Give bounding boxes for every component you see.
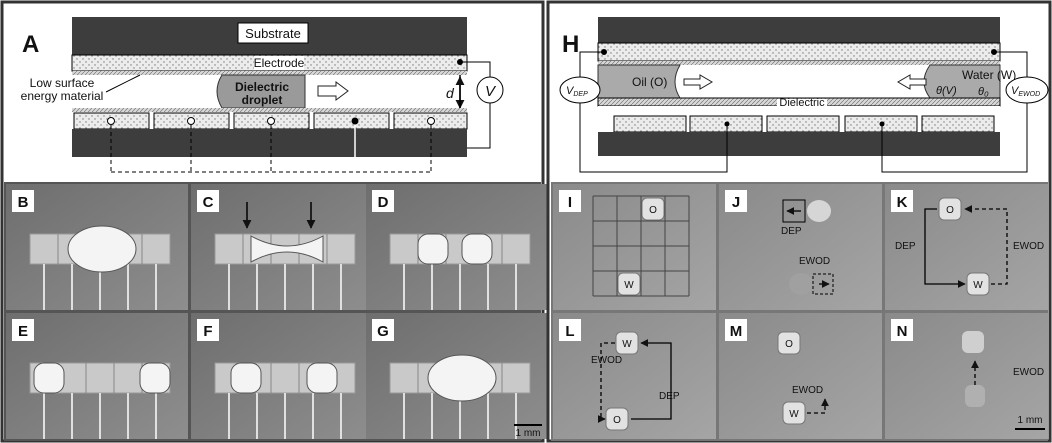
droplet <box>807 200 831 222</box>
electrode-label: Electrode <box>254 56 305 70</box>
panel-label-c: C <box>203 194 214 211</box>
panel-label-n: N <box>897 323 908 340</box>
droplet-label: O <box>649 205 657 216</box>
photo-panel-g: G 1 mm <box>366 313 548 439</box>
droplet <box>965 385 985 407</box>
droplet-label-1: Dielectric <box>235 80 289 94</box>
droplet <box>462 234 492 264</box>
droplet-label: W <box>624 280 634 291</box>
droplet <box>68 226 136 272</box>
ewod-label: EWOD <box>799 256 830 267</box>
droplet-label-2: droplet <box>242 93 283 107</box>
droplet <box>231 363 261 393</box>
bottom-electrodes-right <box>614 116 994 132</box>
top-coating-right <box>598 61 1000 65</box>
droplet <box>140 363 170 393</box>
droplet-label: O <box>785 339 793 350</box>
low-surface-label-2: energy material <box>21 89 104 103</box>
panel-label-k: K <box>897 194 908 211</box>
panel-label-e: E <box>18 323 28 340</box>
droplet-label: W <box>973 280 983 291</box>
ewod-label: EWOD <box>1013 367 1044 378</box>
photo-panel-e: E <box>6 313 188 439</box>
water-label: Water (W) <box>962 68 1016 82</box>
droplet-label: W <box>789 409 799 420</box>
dep-label: DEP <box>781 226 802 237</box>
photo-panel-m: O W EWOD M <box>719 313 882 439</box>
theta-v-label: θ(V) <box>936 85 957 97</box>
left-figure: A Substrate Electrode Dielectric droplet… <box>2 2 548 441</box>
top-coating <box>72 71 467 75</box>
scale-bar-label: 1 mm <box>1018 415 1043 426</box>
photo-panel-f: F <box>191 313 373 439</box>
substrate-label: Substrate <box>245 26 301 41</box>
low-surface-label-1: Low surface <box>30 76 95 90</box>
top-plate-right <box>598 17 1000 43</box>
right-figure: H Oil (O) Water (W) θ(V) θ₀ Dielectric <box>548 2 1050 441</box>
droplet <box>428 355 496 401</box>
photo-panel-c: C <box>191 184 373 310</box>
droplet <box>962 331 984 353</box>
droplet-label: O <box>613 415 621 426</box>
panel-label-m: M <box>730 323 743 340</box>
photo-panel-d: D <box>366 184 548 310</box>
bottom-coating <box>72 108 467 112</box>
photo-panel-i: O W I <box>553 184 716 310</box>
panel-label-g: G <box>377 323 389 340</box>
photo-panel-k: O W DEP EWOD K <box>885 184 1048 310</box>
photo-grid-left: B C D E F G 1 mm <box>4 182 548 441</box>
photo-panel-j: DEP EWOD J <box>719 184 882 310</box>
gap-label: d <box>446 85 455 101</box>
theta-0-label: θ₀ <box>978 86 989 98</box>
panel-label-a: A <box>22 31 39 58</box>
panel-label-b: B <box>18 194 29 211</box>
droplet-label: O <box>946 205 954 216</box>
ewod-label: EWOD <box>591 355 622 366</box>
droplet <box>34 363 64 393</box>
panel-label-i: I <box>568 194 572 211</box>
droplet-label: W <box>622 339 632 350</box>
panel-label-d: D <box>378 194 389 211</box>
dep-label: DEP <box>659 391 680 402</box>
droplet <box>789 273 813 295</box>
panel-label-h: H <box>562 31 579 58</box>
panel-label-j: J <box>732 194 740 211</box>
panel-label-l: L <box>565 323 574 340</box>
scale-bar-label: 1 mm <box>516 428 541 439</box>
ewod-label: EWOD <box>1013 241 1044 252</box>
ewod-label: EWOD <box>792 385 823 396</box>
panel-label-f: F <box>203 323 212 340</box>
oil-label: Oil (O) <box>632 75 667 89</box>
droplet <box>418 234 448 264</box>
bottom-plate <box>72 129 467 157</box>
top-electrode-right <box>598 43 1000 61</box>
dep-label: DEP <box>895 241 916 252</box>
photo-panel-l: W O EWOD DEP L <box>553 313 716 439</box>
bottom-plate-right <box>598 132 1000 156</box>
droplet <box>307 363 337 393</box>
photo-panel-n: EWOD 1 mm N <box>885 313 1048 439</box>
electrode-strip <box>390 234 530 264</box>
photo-panel-b: B <box>6 184 188 310</box>
